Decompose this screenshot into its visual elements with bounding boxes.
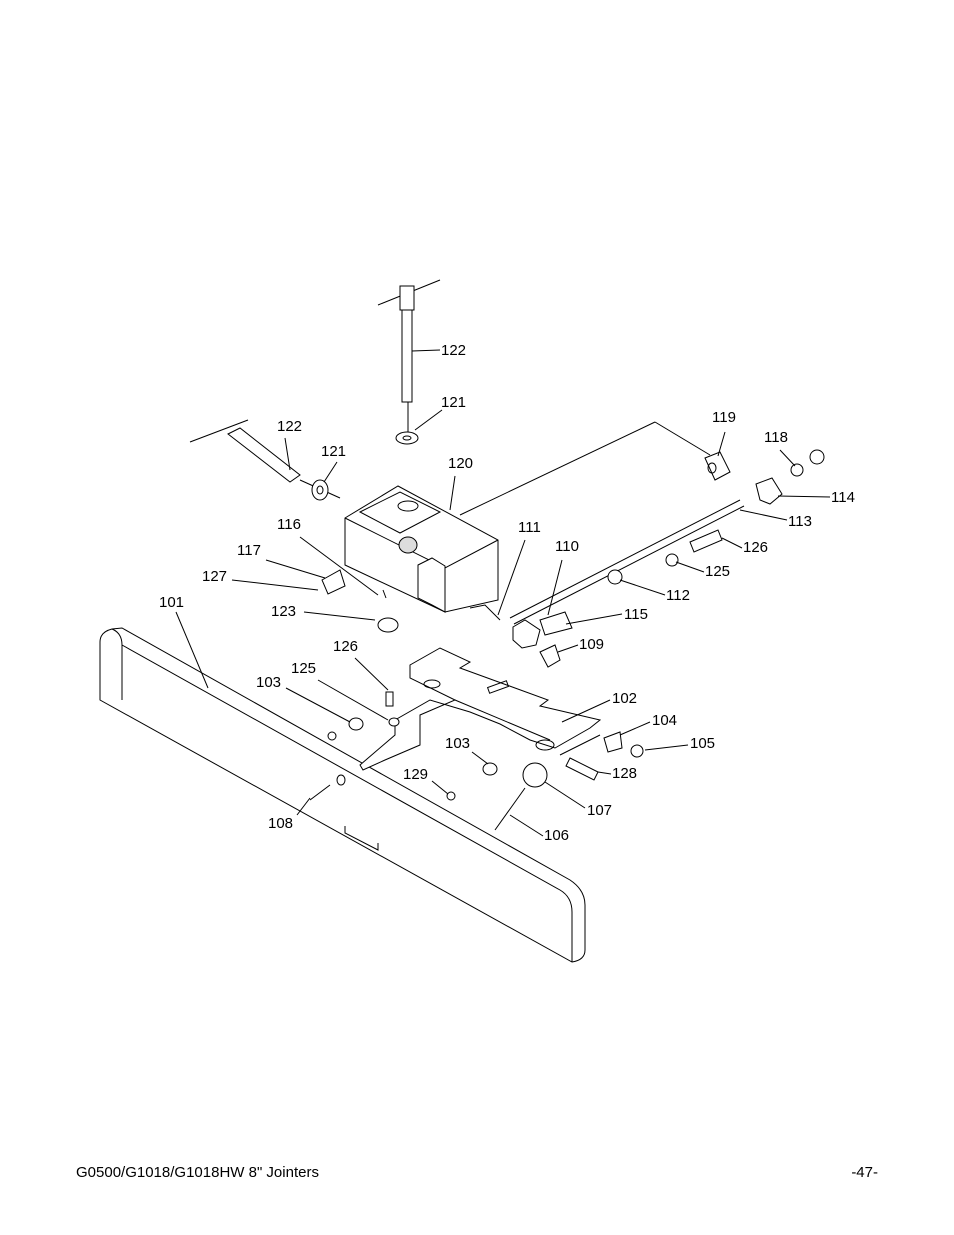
callout-107: 107	[587, 802, 613, 819]
callout-105: 105	[690, 735, 716, 752]
callout-122: 122	[277, 418, 303, 435]
callout-125: 125	[291, 660, 317, 677]
fence-bracket-102	[359, 647, 602, 771]
callout-110: 110	[555, 538, 579, 555]
footer-title: G0500/G1018/G1018HW 8" Jointers	[76, 1164, 319, 1181]
leader-line	[654, 421, 711, 456]
callout-102: 102	[612, 690, 638, 707]
washers-121	[311, 431, 419, 501]
callout-128: 128	[612, 765, 638, 782]
callout-117: 117	[237, 542, 261, 559]
callout-106: 106	[544, 827, 570, 844]
callout-118: 118	[764, 429, 788, 446]
callout-116: 116	[277, 516, 301, 533]
callout-125: 125	[705, 563, 731, 580]
fence-board-101	[99, 627, 586, 963]
callout-114: 114	[831, 489, 855, 506]
callout-120: 120	[448, 455, 474, 472]
callout-103: 103	[256, 674, 282, 691]
callout-129: 129	[403, 766, 429, 783]
leader-lines	[175, 349, 831, 837]
callout-119: 119	[712, 409, 736, 426]
callout-126: 126	[333, 638, 359, 655]
small-parts	[309, 569, 644, 831]
callout-113: 113	[788, 513, 812, 530]
callout-122: 122	[441, 342, 467, 359]
rod-assembly	[469, 449, 825, 668]
leader-line	[459, 421, 656, 516]
callout-126: 126	[743, 539, 769, 556]
callout-112: 112	[666, 587, 690, 604]
callout-121: 121	[321, 443, 347, 460]
callout-104: 104	[652, 712, 678, 729]
callout-121: 121	[441, 394, 467, 411]
callout-127: 127	[202, 568, 228, 585]
tilt-bracket-120	[344, 485, 499, 613]
callout-111: 111	[518, 519, 541, 536]
page-number: -47-	[851, 1164, 878, 1181]
callout-103: 103	[445, 735, 471, 752]
callout-115: 115	[624, 606, 648, 623]
callout-101: 101	[159, 594, 185, 611]
callout-123: 123	[271, 603, 297, 620]
callout-109: 109	[579, 636, 605, 653]
lock-handle-122-top	[377, 279, 441, 432]
callout-108: 108	[268, 815, 294, 832]
lock-handle-122-left	[189, 419, 341, 499]
